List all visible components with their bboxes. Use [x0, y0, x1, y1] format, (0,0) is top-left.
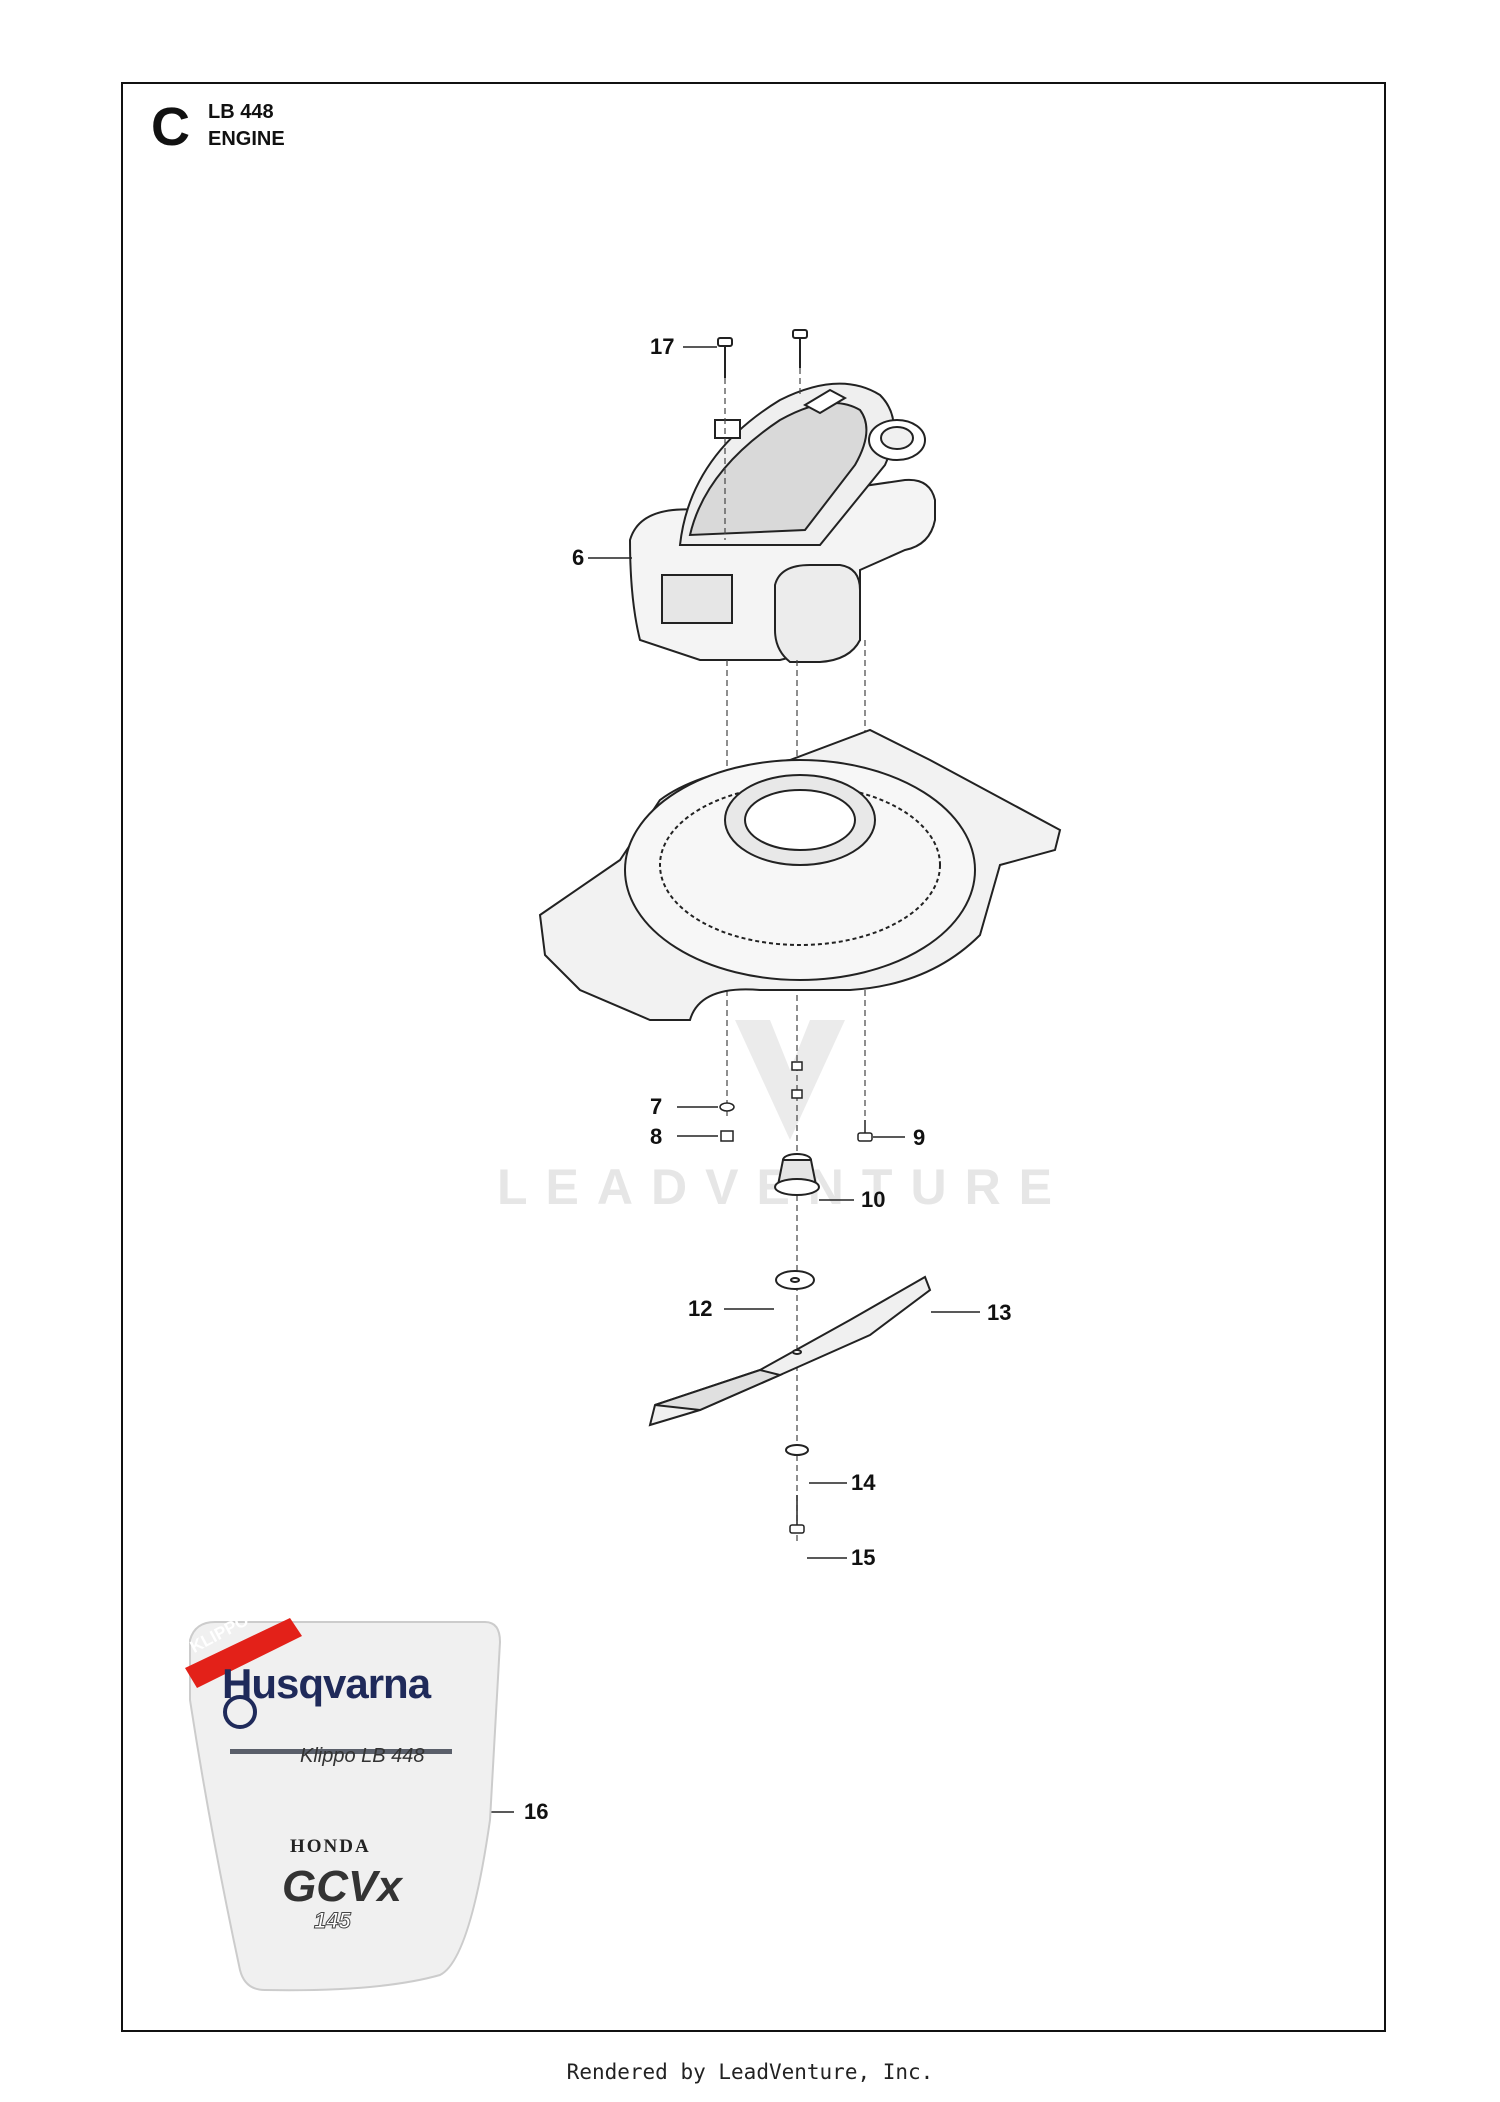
footer-credit: Rendered by LeadVenture, Inc.: [566, 2060, 934, 2084]
callout-10[interactable]: 10: [861, 1187, 886, 1212]
callout-6[interactable]: 6: [572, 545, 585, 570]
callout-8[interactable]: 8: [650, 1124, 663, 1149]
decal-16: [185, 1618, 502, 1992]
diagram-frame: [121, 82, 1386, 2032]
watermark-logo: [735, 1020, 845, 1140]
leader-lines: [483, 346, 980, 1813]
bolt-17-second: [792, 329, 808, 368]
blade-13: [648, 1275, 932, 1427]
washer-12: [775, 1270, 815, 1290]
decal-engine-cc: 145: [314, 1908, 352, 1934]
bolt-17: [717, 337, 733, 378]
decal-engine-brand: HONDA: [290, 1836, 371, 1857]
section-letter: C: [151, 97, 190, 157]
washer-14: [785, 1444, 809, 1456]
mower-deck: [538, 728, 1062, 1021]
callout-12[interactable]: 12: [688, 1296, 713, 1321]
decal-model: Klippo LB 448: [300, 1745, 425, 1767]
callout-14[interactable]: 14: [851, 1470, 876, 1495]
callout-16[interactable]: 16: [524, 1799, 549, 1824]
callout-17[interactable]: 17: [650, 334, 675, 359]
bolt-15: [789, 1495, 805, 1534]
nut-8: [720, 1130, 734, 1142]
section-name: ENGINE: [208, 128, 285, 150]
decal-brand: Husqvarna: [222, 1660, 431, 1707]
washer-7: [719, 1102, 735, 1112]
engine: [628, 382, 936, 663]
bolt-9: [857, 1120, 873, 1142]
callout-9[interactable]: 9: [913, 1125, 926, 1150]
callout-13[interactable]: 13: [987, 1300, 1012, 1325]
blade-adapter-10: [774, 1153, 820, 1196]
decal-engine-model: GCVx: [282, 1862, 402, 1911]
shaft-washers: [791, 1061, 803, 1099]
callout-15[interactable]: 15: [851, 1545, 876, 1570]
section-model: LB 448: [208, 101, 274, 123]
callout-7[interactable]: 7: [650, 1094, 663, 1119]
